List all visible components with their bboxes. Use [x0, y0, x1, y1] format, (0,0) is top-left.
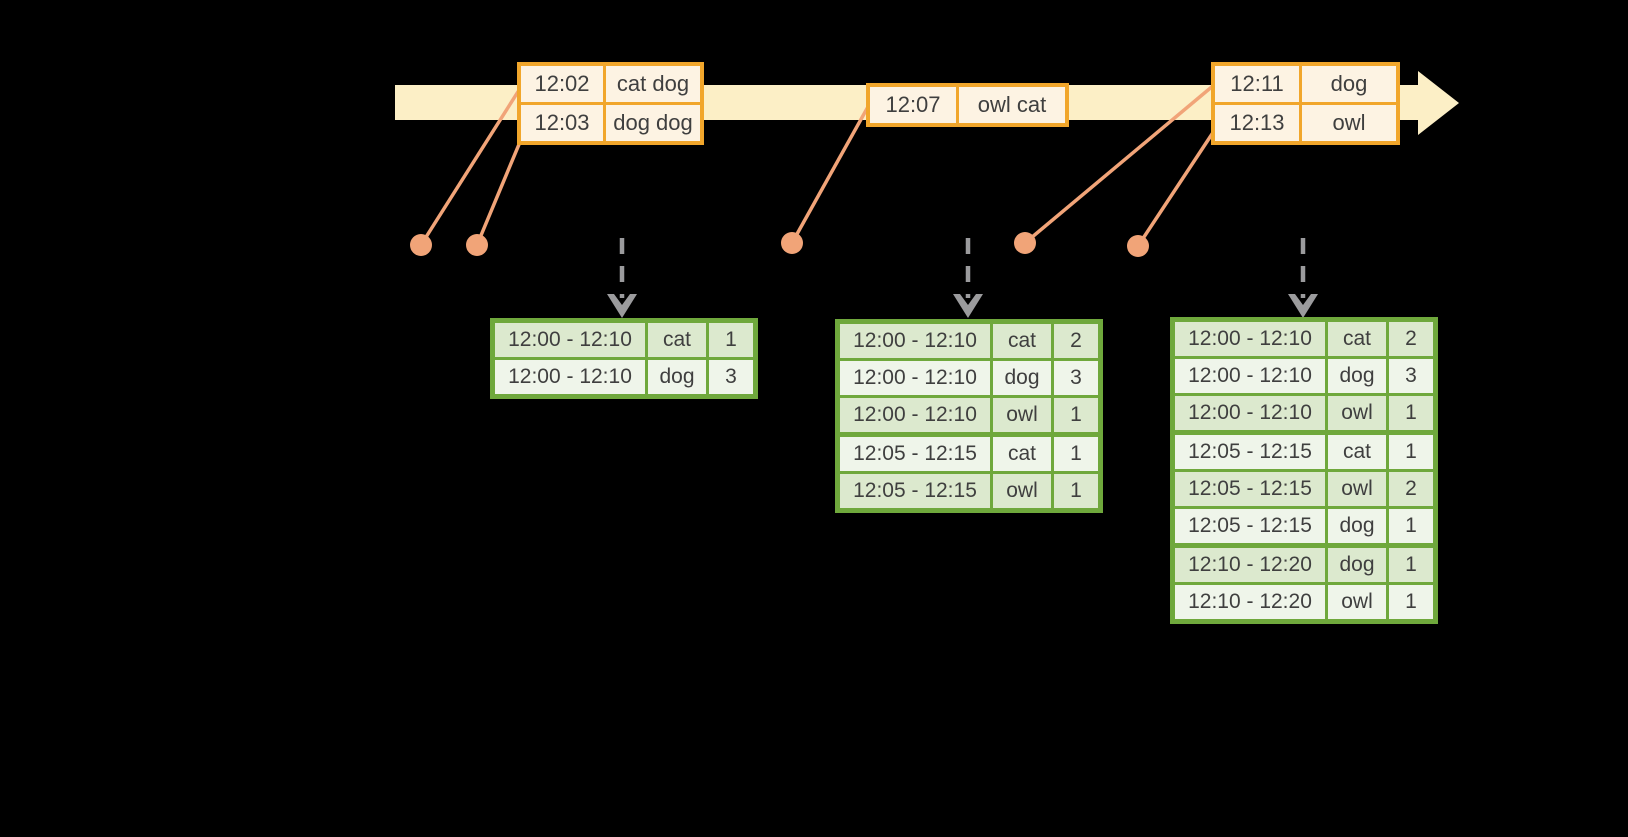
table-row: 12:05 - 12:15 owl 1 — [840, 474, 1098, 508]
table-row: 12:00 - 12:10 cat 2 — [840, 324, 1098, 358]
count-cell: 3 — [709, 360, 753, 394]
event-connector-line — [1136, 127, 1218, 247]
count-cell: 1 — [1054, 474, 1098, 508]
event-table-1: 12:02 cat dog 12:03 dog dog — [517, 62, 704, 145]
table-row: 12:05 - 12:15 cat 1 — [1175, 435, 1433, 469]
table-row: 12:05 - 12:15 cat 1 — [840, 437, 1098, 471]
word-cell: dog — [648, 360, 706, 394]
table-row: 12:05 - 12:15 owl 2 — [1175, 472, 1433, 506]
event-connector-line — [1023, 83, 1216, 245]
event-words-cell: cat dog — [606, 66, 700, 102]
word-cell: dog — [1328, 359, 1386, 393]
event-table-2: 12:07 owl cat — [866, 83, 1069, 127]
table-row: 12:00 - 12:10 owl 1 — [840, 398, 1098, 432]
event-words-cell: owl — [1302, 105, 1396, 141]
count-cell: 2 — [1389, 472, 1433, 506]
count-cell: 3 — [1389, 359, 1433, 393]
count-cell: 1 — [1389, 509, 1433, 543]
event-connector-line — [790, 104, 871, 244]
result-table-2: 12:00 - 12:10 cat 2 12:00 - 12:10 dog 3 … — [835, 319, 1103, 513]
window-cell: 12:10 - 12:20 — [1175, 585, 1325, 619]
table-row: 12:10 - 12:20 dog 1 — [1175, 548, 1433, 582]
word-cell: dog — [1328, 548, 1386, 582]
event-time-cell: 12:07 — [870, 87, 956, 123]
table-row: 12:05 - 12:15 dog 1 — [1175, 509, 1433, 543]
table-row: 12:00 - 12:10 cat 2 — [1175, 322, 1433, 356]
window-cell: 12:00 - 12:10 — [840, 361, 990, 395]
word-cell: owl — [993, 474, 1051, 508]
trigger-arrow-icon — [1288, 238, 1318, 318]
word-cell: dog — [993, 361, 1051, 395]
window-cell: 12:00 - 12:10 — [840, 398, 990, 432]
count-cell: 1 — [1389, 435, 1433, 469]
event-marker-dot — [1014, 232, 1036, 254]
result-table-3: 12:00 - 12:10 cat 2 12:00 - 12:10 dog 3 … — [1170, 317, 1438, 624]
table-row: 12:00 - 12:10 dog 3 — [840, 361, 1098, 395]
event-time-cell: 12:03 — [521, 105, 603, 141]
window-cell: 12:00 - 12:10 — [840, 324, 990, 358]
word-cell: cat — [1328, 322, 1386, 356]
event-table-3: 12:11 dog 12:13 owl — [1211, 62, 1400, 145]
timeline-arrowhead-icon — [1418, 71, 1459, 135]
window-cell: 12:05 - 12:15 — [1175, 472, 1325, 506]
event-words-cell: dog dog — [606, 105, 700, 141]
event-marker-dot — [1127, 235, 1149, 257]
window-cell: 12:05 - 12:15 — [840, 437, 990, 471]
table-row: 12:00 - 12:10 owl 1 — [1175, 396, 1433, 430]
word-cell: owl — [1328, 396, 1386, 430]
event-marker-dot — [410, 234, 432, 256]
word-cell: owl — [993, 398, 1051, 432]
window-cell: 12:00 - 12:10 — [1175, 322, 1325, 356]
count-cell: 1 — [1054, 437, 1098, 471]
event-marker-dot — [466, 234, 488, 256]
count-cell: 1 — [1389, 548, 1433, 582]
window-cell: 12:05 - 12:15 — [1175, 435, 1325, 469]
word-cell: dog — [1328, 509, 1386, 543]
trigger-arrow-icon — [953, 238, 983, 318]
event-connector-line — [419, 86, 523, 246]
count-cell: 3 — [1054, 361, 1098, 395]
word-cell: cat — [993, 437, 1051, 471]
window-cell: 12:10 - 12:20 — [1175, 548, 1325, 582]
window-cell: 12:00 - 12:10 — [1175, 396, 1325, 430]
word-cell: cat — [1328, 435, 1386, 469]
window-cell: 12:00 - 12:10 — [495, 323, 645, 357]
event-words-cell: dog — [1302, 66, 1396, 102]
result-table-1: 12:00 - 12:10 cat 1 12:00 - 12:10 dog 3 — [490, 318, 758, 399]
count-cell: 1 — [709, 323, 753, 357]
word-cell: cat — [993, 324, 1051, 358]
event-time-cell: 12:02 — [521, 66, 603, 102]
event-connector-line — [475, 129, 527, 246]
event-time-cell: 12:13 — [1215, 105, 1299, 141]
count-cell: 1 — [1389, 396, 1433, 430]
word-cell: owl — [1328, 472, 1386, 506]
count-cell: 1 — [1054, 398, 1098, 432]
table-row: 12:10 - 12:20 owl 1 — [1175, 585, 1433, 619]
count-cell: 2 — [1054, 324, 1098, 358]
event-words-cell: owl cat — [959, 87, 1065, 123]
window-cell: 12:00 - 12:10 — [495, 360, 645, 394]
window-cell: 12:05 - 12:15 — [1175, 509, 1325, 543]
event-marker-dot — [781, 232, 803, 254]
count-cell: 1 — [1389, 585, 1433, 619]
word-cell: cat — [648, 323, 706, 357]
window-cell: 12:05 - 12:15 — [840, 474, 990, 508]
count-cell: 2 — [1389, 322, 1433, 356]
event-time-cell: 12:11 — [1215, 66, 1299, 102]
window-cell: 12:00 - 12:10 — [1175, 359, 1325, 393]
table-row: 12:00 - 12:10 dog 3 — [495, 360, 753, 394]
table-row: 12:00 - 12:10 cat 1 — [495, 323, 753, 357]
table-row: 12:00 - 12:10 dog 3 — [1175, 359, 1433, 393]
trigger-arrow-icon — [607, 238, 637, 318]
word-cell: owl — [1328, 585, 1386, 619]
